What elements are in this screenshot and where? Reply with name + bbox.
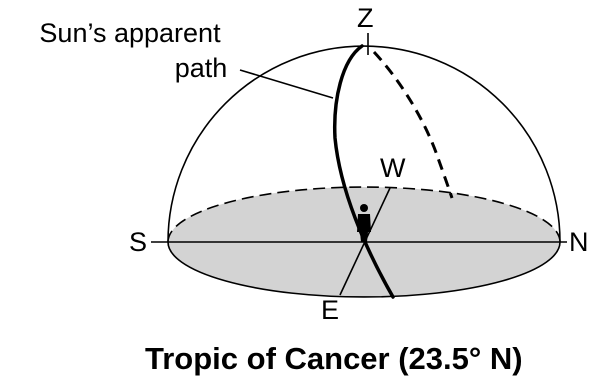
- east-label: E: [321, 297, 339, 324]
- west-label: W: [380, 155, 405, 182]
- south-label: S: [129, 229, 147, 256]
- zenith-label: Z: [357, 5, 374, 32]
- sun-path-label-line1: Sun’s apparent: [20, 20, 240, 47]
- path-label-leader: [240, 70, 333, 98]
- diagram-title: Tropic of Cancer (23.5° N): [145, 343, 523, 374]
- north-label: N: [569, 229, 589, 256]
- sun-path-label-line2: path: [166, 55, 236, 82]
